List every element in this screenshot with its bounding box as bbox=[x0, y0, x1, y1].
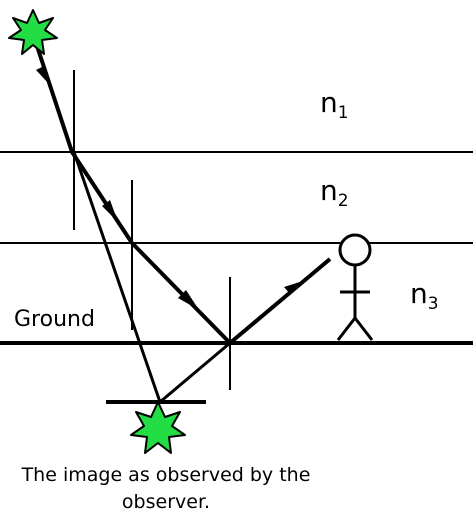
light-ray bbox=[33, 39, 332, 345]
stick-figure-icon bbox=[336, 233, 374, 341]
caption-line-1: The image as observed by the bbox=[21, 464, 311, 486]
ray-arrow-3 bbox=[178, 290, 199, 310]
ray-arrow-4 bbox=[284, 280, 306, 294]
ray-arrow-2 bbox=[102, 200, 118, 222]
ground-label: Ground bbox=[14, 307, 95, 332]
apparent-ray-2 bbox=[159, 341, 231, 404]
green-star-burst-icon bbox=[130, 401, 186, 454]
medium-label-n3: n3 bbox=[410, 277, 439, 314]
medium-label-n1: n1 bbox=[320, 86, 349, 123]
apparent-ray-1 bbox=[72, 151, 162, 403]
green-star-burst-icon bbox=[8, 9, 58, 55]
medium-label-n2: n2 bbox=[320, 174, 349, 211]
ray-arrow-1 bbox=[36, 66, 49, 84]
caption-line-2: observer. bbox=[122, 491, 210, 513]
